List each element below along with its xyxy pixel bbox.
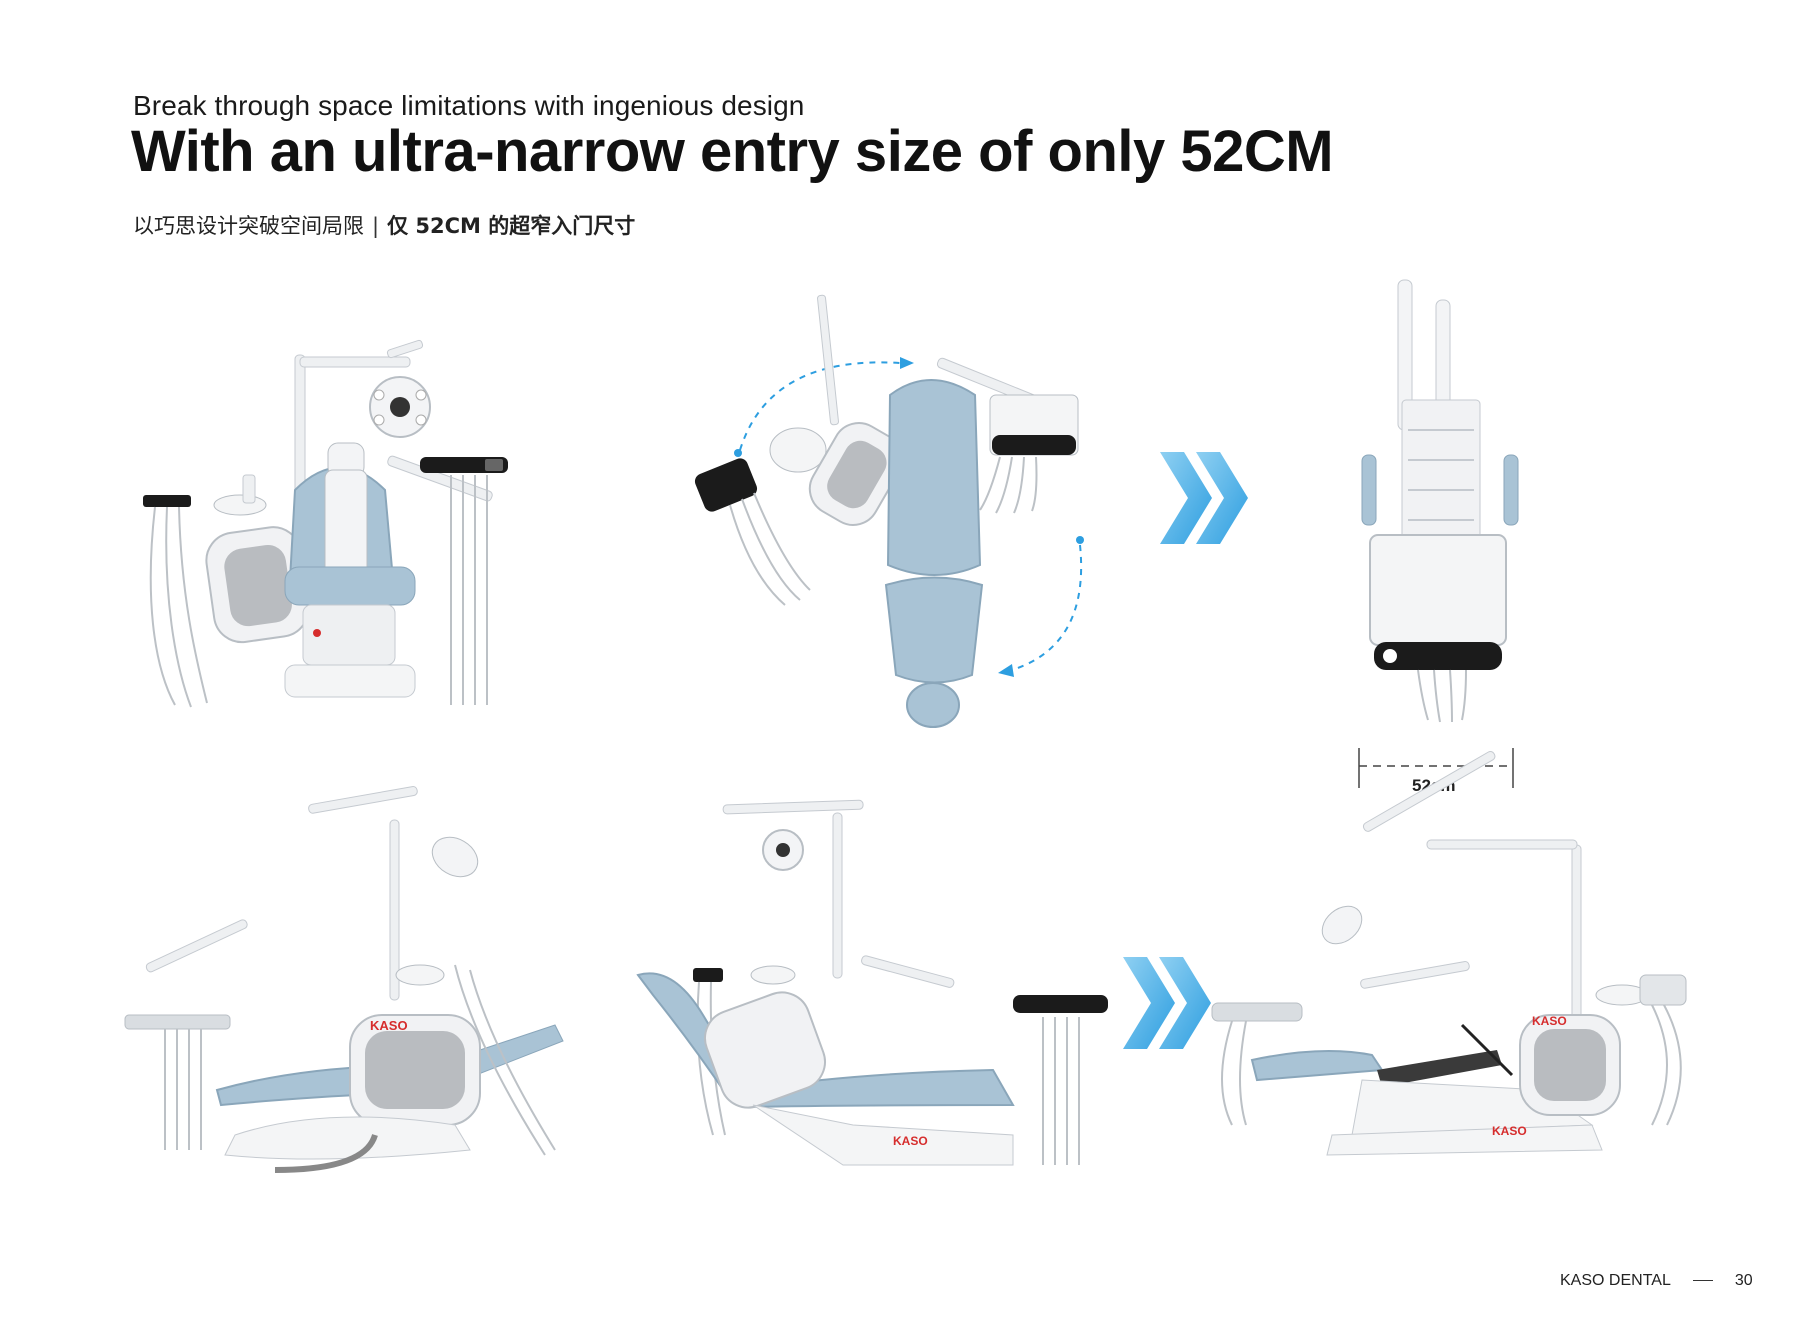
brand-logo: KASO (1532, 1014, 1567, 1028)
dental-unit-front-view (135, 335, 595, 720)
footer-brand: KASO DENTAL (1560, 1272, 1671, 1289)
dental-unit-side-view-flat: KASO KASO (1211, 750, 1702, 1170)
brand-logo: KASO (370, 1018, 408, 1033)
chinese-subtitle: 以巧思设计突破空间局限 | 仅 52CM 的超窄入门尺寸 (133, 210, 635, 240)
brand-logo: KASO (893, 1134, 928, 1148)
dental-unit-rotation-top-view (690, 285, 1110, 730)
dental-unit-narrow-rear-view (1358, 279, 1519, 740)
kicker-text: Break through space limitations with ing… (133, 90, 805, 121)
page-number: 30 (1734, 1272, 1753, 1289)
subtitle-part-a: 以巧思设计突破空间局限 (133, 214, 364, 238)
chevron-arrow-icon (1160, 452, 1250, 549)
dental-unit-side-view-reclined: KASO (124, 786, 595, 1180)
chevron-arrow-icon (1123, 957, 1213, 1054)
subtitle-separator: | (372, 214, 380, 238)
headline: With an ultra-narrow entry size of only … (131, 119, 1334, 184)
brand-logo: KASO (1492, 1124, 1527, 1138)
subtitle-part-b: 仅 52CM 的超窄入门尺寸 (387, 214, 636, 238)
page-footer: KASO DENTAL 30 (1560, 1272, 1753, 1290)
footer-dash (1692, 1280, 1713, 1282)
dental-unit-side-view-doctor: KASO (633, 799, 1118, 1180)
width-dimension-line (1358, 748, 1514, 788)
